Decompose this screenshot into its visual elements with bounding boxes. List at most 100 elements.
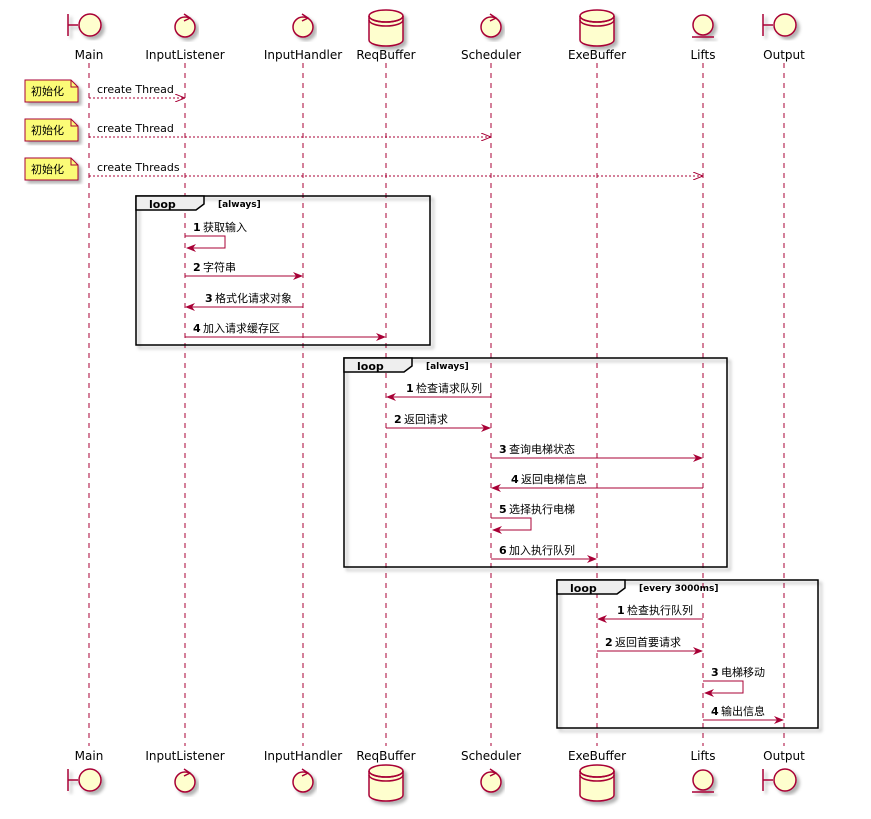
message-number: 4	[711, 705, 719, 718]
init-message: create Thread	[89, 122, 490, 137]
message-label: 输出信息	[721, 704, 765, 718]
note: 初始化	[24, 118, 79, 142]
loop-keyword: loop	[357, 360, 384, 373]
control-icon	[174, 768, 196, 793]
message-number: 6	[499, 544, 507, 557]
loop-keyword: loop	[570, 582, 597, 595]
message-label: create Threads	[97, 161, 180, 174]
message-number: 1	[406, 382, 414, 395]
participant-label-top: ExeBuffer	[568, 48, 626, 62]
note: 初始化	[24, 79, 79, 103]
entity-icon	[692, 769, 714, 793]
control-icon	[480, 768, 502, 793]
boundary-icon	[67, 768, 102, 792]
boundary-icon	[67, 13, 102, 37]
participant-label-top: InputHandler	[264, 48, 342, 62]
loop-tab	[556, 579, 626, 595]
note-text: 初始化	[31, 162, 64, 176]
participant-label-bottom: ReqBuffer	[356, 749, 415, 763]
participant-label-bottom: InputHandler	[264, 749, 342, 763]
message-number: 3	[499, 443, 507, 456]
self-message-arrow	[185, 235, 226, 252]
message-number: 2	[605, 636, 613, 649]
participant-label-top: ReqBuffer	[356, 48, 415, 62]
participant-label-bottom: InputListener	[145, 749, 224, 763]
message-label: 检查请求队列	[416, 381, 482, 395]
note-text: 初始化	[31, 84, 64, 98]
note: 初始化	[24, 157, 79, 181]
participant-label-top: Lifts	[691, 48, 716, 62]
loop-frame	[343, 357, 728, 568]
loop-tab	[135, 195, 205, 211]
message-number: 1	[193, 221, 201, 234]
database-icon	[368, 764, 404, 802]
loop-guard: [every 3000ms]	[639, 584, 719, 594]
participant-label-bottom: Output	[763, 749, 805, 763]
init-message: create Thread	[89, 83, 184, 98]
control-icon	[480, 13, 502, 38]
message-label: 返回电梯信息	[521, 472, 587, 486]
message-label: create Thread	[97, 122, 174, 135]
init-message: create Threads	[89, 161, 702, 176]
message-number: 3	[205, 292, 213, 305]
participant-label-bottom: Scheduler	[461, 749, 521, 763]
participant-label-bottom: ExeBuffer	[568, 749, 626, 763]
message-number: 4	[511, 473, 519, 486]
message-label: 字符串	[203, 260, 236, 274]
message-label: 电梯移动	[721, 666, 765, 679]
loop-guard: [always]	[218, 200, 261, 210]
loop-keyword: loop	[149, 198, 176, 211]
loop-guard: [always]	[426, 362, 469, 372]
self-message-arrow	[491, 517, 532, 534]
message-label: 加入请求缓存区	[203, 321, 280, 335]
message-number: 2	[193, 261, 201, 274]
self-message-arrow	[703, 680, 744, 697]
message-label: 返回首要请求	[615, 635, 681, 649]
message-number: 5	[499, 503, 507, 516]
message-label: 返回请求	[404, 413, 448, 426]
control-icon	[174, 13, 196, 38]
message-number: 4	[193, 322, 201, 335]
participant-label-bottom: Main	[75, 749, 104, 763]
message-number: 2	[394, 413, 402, 426]
loop-frame	[135, 195, 431, 346]
loop-tab	[343, 357, 413, 373]
boundary-icon	[762, 13, 797, 37]
participant-label-top: Main	[75, 48, 104, 62]
database-icon	[368, 9, 404, 47]
participant-label-top: Scheduler	[461, 48, 521, 62]
boundary-icon	[762, 768, 797, 792]
participant-label-top: InputListener	[145, 48, 224, 62]
message-label: create Thread	[97, 83, 174, 96]
control-icon	[292, 768, 314, 793]
message-label: 查询电梯状态	[509, 442, 575, 456]
message-label: 选择执行电梯	[509, 502, 575, 516]
message-label: 检查执行队列	[627, 603, 693, 617]
database-icon	[579, 9, 615, 47]
participant-label-top: Output	[763, 48, 805, 62]
